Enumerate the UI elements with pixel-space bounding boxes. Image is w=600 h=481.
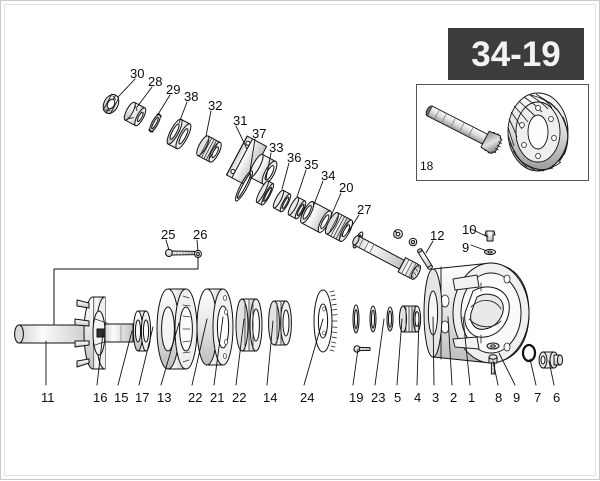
callout-number-29: 29 xyxy=(166,82,181,97)
leader-line-38 xyxy=(178,101,188,124)
leader-line-17 xyxy=(138,326,154,386)
callout-number-21: 21 xyxy=(210,390,225,405)
callout-number-31: 31 xyxy=(233,113,248,128)
callout-number-23: 23 xyxy=(371,390,386,405)
leader-line-16 xyxy=(96,332,104,386)
leader-line-25 xyxy=(165,239,170,251)
leader-line-12 xyxy=(425,240,434,254)
callout-number-17: 17 xyxy=(135,390,150,405)
callout-number-22: 22 xyxy=(232,390,247,405)
leader-line-22 xyxy=(191,318,208,386)
leader-line-10 xyxy=(470,228,489,238)
callout-number-30: 30 xyxy=(130,66,145,81)
leader-line-36 xyxy=(281,162,290,190)
callout-number-6: 6 xyxy=(553,390,561,405)
callout-number-7: 7 xyxy=(534,390,542,405)
inset-illustration xyxy=(425,92,569,172)
leader-line-21 xyxy=(213,316,224,386)
callout-number-25: 25 xyxy=(161,227,176,242)
leader-line-9 xyxy=(470,244,488,252)
callout-number-32: 32 xyxy=(208,98,223,113)
callout-number-1: 1 xyxy=(468,390,476,405)
callout-number-24: 24 xyxy=(300,390,315,405)
callout-number-34: 34 xyxy=(321,168,336,183)
callout-number-20: 20 xyxy=(339,180,354,195)
leader-line-3 xyxy=(432,316,435,386)
callout-number-5: 5 xyxy=(394,390,402,405)
callout-number-27: 27 xyxy=(357,202,372,217)
callout-number-38: 38 xyxy=(184,89,199,104)
callout-number-14: 14 xyxy=(263,390,278,405)
callout-number-36: 36 xyxy=(287,150,302,165)
callout-number-2: 2 xyxy=(450,390,458,405)
leader-line-20 xyxy=(330,192,342,217)
leader-line-34 xyxy=(312,180,324,208)
leader-line-37 xyxy=(249,138,256,172)
leader-line-32 xyxy=(205,110,212,137)
leader-line-2 xyxy=(447,316,453,386)
leader-line-24 xyxy=(303,318,324,386)
leader-line-19 xyxy=(352,348,359,386)
leader-line-30 xyxy=(117,78,136,98)
leader-line-29 xyxy=(156,94,171,117)
leader-line-5 xyxy=(396,318,403,386)
leader-line-6 xyxy=(548,360,555,386)
leader-line-4 xyxy=(416,318,420,386)
leader-line-28 xyxy=(136,86,153,108)
callout-number-9: 9 xyxy=(462,240,470,255)
leader-line-35 xyxy=(296,169,307,198)
inset-callout-18: 18 xyxy=(420,159,434,173)
leader-line-9 xyxy=(498,352,516,386)
callout-number-3: 3 xyxy=(432,390,440,405)
callout-number-13: 13 xyxy=(157,390,172,405)
callout-number-15: 15 xyxy=(114,390,129,405)
callout-number-33: 33 xyxy=(269,140,284,155)
leader-line-7 xyxy=(529,358,537,386)
leader-line-1 xyxy=(462,316,471,386)
callout-number-28: 28 xyxy=(148,74,163,89)
pinion-ring-gear-inset xyxy=(416,84,589,181)
leader-line-15 xyxy=(117,330,133,386)
leader-line-8 xyxy=(492,360,499,386)
page-number-badge: 34-19 xyxy=(448,28,584,80)
callout-number-16: 16 xyxy=(93,390,108,405)
callout-number-19: 19 xyxy=(349,390,364,405)
leader-line-31 xyxy=(235,125,248,150)
leader-line-27 xyxy=(347,214,360,233)
leader-line-22 xyxy=(235,318,245,386)
page-number-text: 34-19 xyxy=(471,34,561,74)
leader-line-13 xyxy=(160,322,180,386)
callout-number-37: 37 xyxy=(252,126,267,141)
callout-number-35: 35 xyxy=(304,157,319,172)
callout-number-26: 26 xyxy=(193,227,208,242)
callout-number-9: 9 xyxy=(513,390,521,405)
callout-number-8: 8 xyxy=(495,390,503,405)
leader-line-14 xyxy=(266,320,274,386)
callout-number-4: 4 xyxy=(414,390,422,405)
callout-number-11: 11 xyxy=(41,390,55,405)
callout-number-12: 12 xyxy=(430,228,445,243)
leader-line-33 xyxy=(265,152,272,180)
callout-number-10: 10 xyxy=(462,222,477,237)
leader-line-23 xyxy=(374,318,385,386)
leader-line-26 xyxy=(196,239,199,252)
callout-number-22: 22 xyxy=(188,390,203,405)
